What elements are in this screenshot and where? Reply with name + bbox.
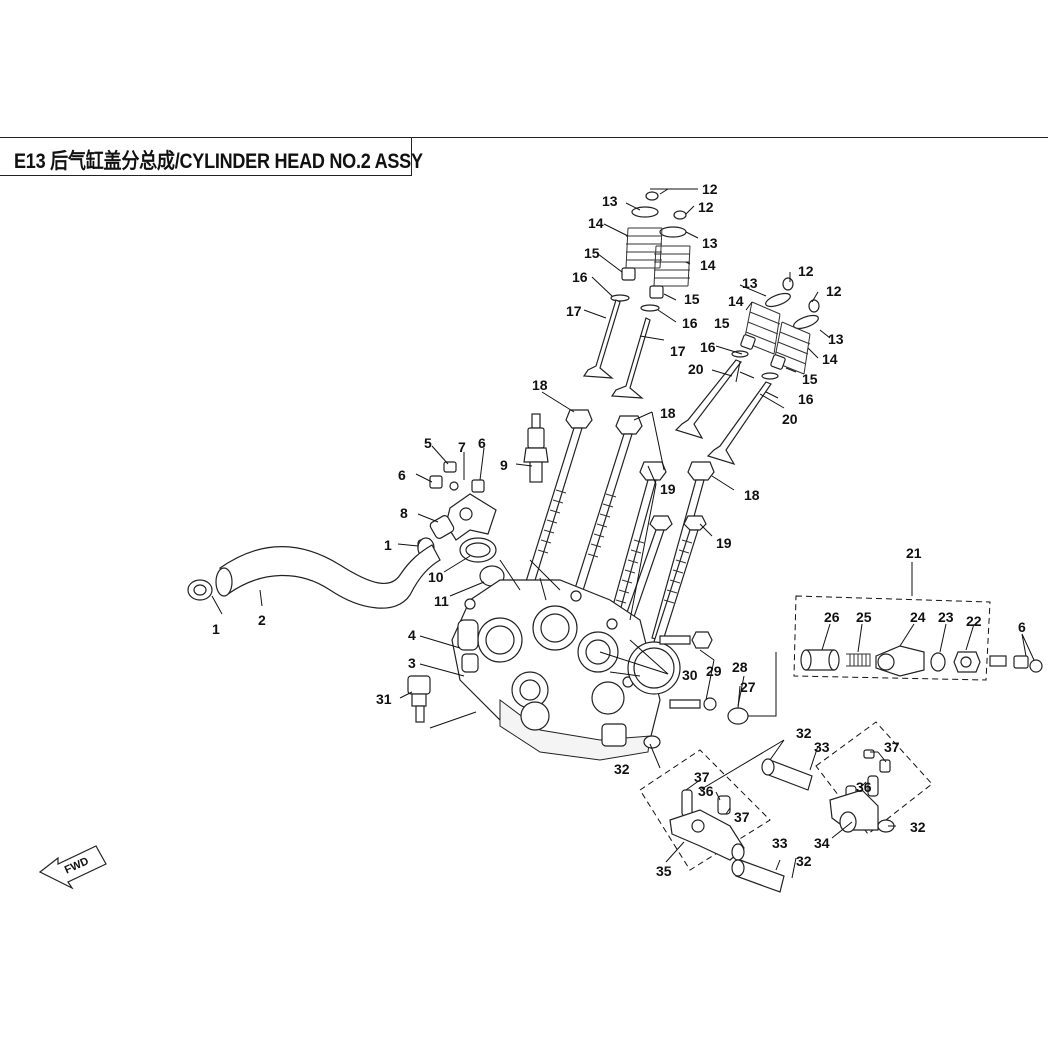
callout-10: 10 [428, 569, 444, 585]
o-ring-27 [727, 707, 749, 725]
callout-12: 12 [702, 181, 718, 197]
callout-26: 26 [824, 609, 840, 625]
temperature-sensor [407, 675, 431, 723]
callout-13: 13 [828, 331, 844, 347]
callout-13: 13 [602, 193, 618, 209]
callout-28: 28 [732, 659, 748, 675]
callout-14: 14 [728, 293, 744, 309]
callout-17: 17 [670, 343, 686, 359]
callout-21: 21 [906, 545, 922, 561]
exhaust-studs [659, 631, 717, 711]
callout-33: 33 [814, 739, 830, 755]
callout-6: 6 [1018, 619, 1026, 635]
callout-14: 14 [588, 215, 604, 231]
callout-11: 11 [434, 593, 449, 609]
callout-13: 13 [742, 275, 758, 291]
callout-5: 5 [424, 435, 432, 451]
callout-35: 35 [656, 863, 672, 879]
cylinder-head [451, 579, 661, 761]
callout-12: 12 [698, 199, 714, 215]
callout-32: 32 [614, 761, 630, 777]
callout-19: 19 [716, 535, 732, 551]
header-rule [0, 137, 1048, 138]
callout-15: 15 [802, 371, 818, 387]
callout-37: 37 [694, 769, 710, 785]
callout-labels: 1 1 2 3 4 5 6 6 6 7 8 9 10 11 12 12 12 1… [212, 181, 1026, 879]
spark-plug [523, 413, 549, 483]
callout-13: 13 [702, 235, 718, 251]
callout-23: 23 [938, 609, 954, 625]
callout-14: 14 [822, 351, 838, 367]
callout-15: 15 [584, 245, 600, 261]
valve-assembly-exhaust [674, 277, 820, 466]
callout-31: 31 [376, 691, 392, 707]
callout-36: 36 [856, 779, 872, 795]
callout-16: 16 [682, 315, 698, 331]
title-box: E13 后气缸盖分总成/CYLINDER HEAD NO.2 ASSY [0, 138, 423, 176]
coolant-hose [187, 544, 441, 609]
callout-27: 27 [740, 679, 756, 695]
callout-18: 18 [532, 377, 548, 393]
callout-4: 4 [408, 627, 416, 643]
fwd-arrow: FWD [38, 845, 107, 890]
callout-19: 19 [660, 481, 676, 497]
callout-16: 16 [700, 339, 716, 355]
callout-29: 29 [706, 663, 722, 679]
callout-24: 24 [910, 609, 926, 625]
callout-20: 20 [688, 361, 704, 377]
callout-32: 32 [910, 819, 926, 835]
callout-20: 20 [782, 411, 798, 427]
callout-33: 33 [772, 835, 788, 851]
callout-1: 1 [384, 537, 392, 553]
leader-lines [211, 188, 1035, 879]
callout-22: 22 [966, 613, 982, 629]
callout-16: 16 [798, 391, 814, 407]
callout-34: 34 [814, 835, 830, 851]
rocker-arm-group-34 [815, 721, 933, 835]
rocker-arm-group-35 [639, 735, 771, 871]
callout-32: 32 [796, 853, 812, 869]
callout-12: 12 [798, 263, 814, 279]
cam-tensioner-group [793, 595, 1043, 681]
callout-8: 8 [400, 505, 408, 521]
callout-3: 3 [408, 655, 416, 671]
callout-14: 14 [700, 257, 716, 273]
callout-37: 37 [734, 809, 750, 825]
callout-7: 7 [458, 439, 466, 455]
callout-12: 12 [826, 283, 842, 299]
callout-9: 9 [500, 457, 508, 473]
callout-6: 6 [398, 467, 406, 483]
callout-30: 30 [682, 667, 698, 683]
callout-17: 17 [566, 303, 582, 319]
exhaust-gasket [627, 641, 681, 695]
callout-36: 36 [698, 783, 714, 799]
rocker-shafts [731, 758, 813, 893]
callout-18: 18 [660, 405, 676, 421]
callout-2: 2 [258, 612, 266, 628]
callout-1: 1 [212, 621, 220, 637]
callout-6: 6 [478, 435, 486, 451]
callout-37: 37 [884, 739, 900, 755]
callout-15: 15 [714, 315, 730, 331]
callout-15: 15 [684, 291, 700, 307]
callout-25: 25 [856, 609, 872, 625]
page-title: E13 后气缸盖分总成/CYLINDER HEAD NO.2 ASSY [14, 150, 423, 173]
callout-32: 32 [796, 725, 812, 741]
callout-16: 16 [572, 269, 588, 285]
callout-18: 18 [744, 487, 760, 503]
